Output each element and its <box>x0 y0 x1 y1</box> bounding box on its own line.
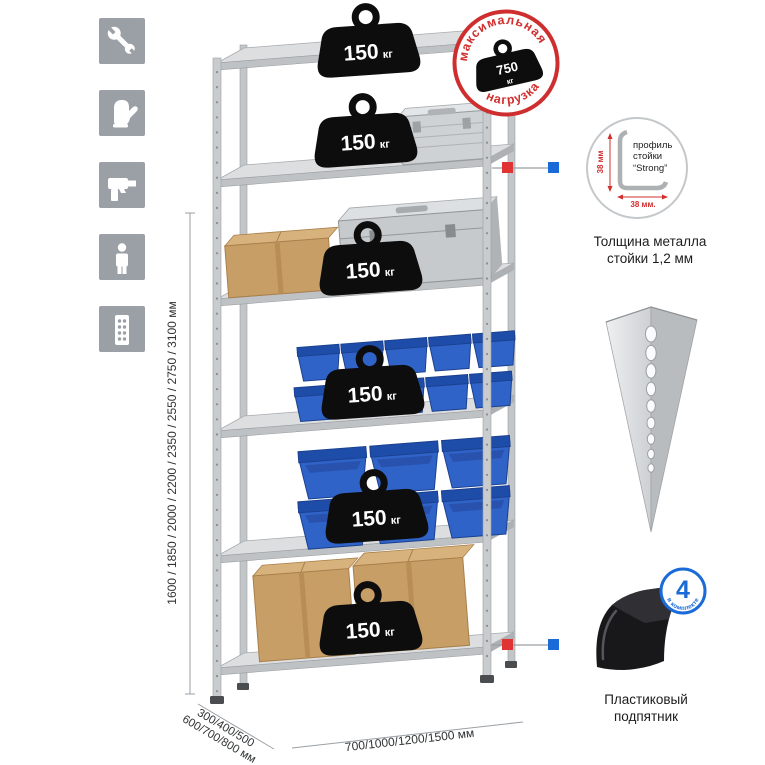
drill-icon <box>99 162 145 208</box>
back-left-foot <box>237 683 249 690</box>
left-icon-rail <box>99 18 145 352</box>
front-left-post <box>212 57 222 699</box>
cardboard-box-shelf3 <box>223 226 339 299</box>
profile-label-2: стойки <box>633 151 662 162</box>
profile-dim-vertical: 38 мм <box>596 150 605 173</box>
profile-cross-section <box>617 129 669 191</box>
profile-label-1: профиль <box>633 140 672 151</box>
rack-post-icon <box>99 306 145 352</box>
profile-callout-circle: 38 мм 38 мм. профиль стойки “Strong” <box>586 117 688 219</box>
top-callout-connector <box>492 162 559 173</box>
marker-red-square <box>502 162 513 173</box>
bottom-callout-connector <box>492 639 559 650</box>
back-right-foot <box>505 661 517 668</box>
svg-text:Пластиковый: Пластиковый <box>604 692 688 707</box>
profile-dim-horizontal: 38 мм. <box>630 200 655 209</box>
metal-thickness-caption: Толщина металла стойки 1,2 мм <box>594 234 707 266</box>
svg-text:Толщина металла: Толщина металла <box>594 234 707 249</box>
marker-blue-square <box>548 162 559 173</box>
svg-text:750: 750 <box>495 59 520 78</box>
back-left-post <box>239 44 248 687</box>
width-dimension-label: 700/1000/1200/1500 мм <box>344 726 475 754</box>
svg-text:подпятник: подпятник <box>614 709 678 724</box>
height-dimension: 1600 / 1850 / 2000 / 2200 / 2350 / 2550 … <box>165 212 195 695</box>
svg-text:4: 4 <box>676 576 690 604</box>
gloves-icon <box>99 90 145 136</box>
aluminum-case <box>397 101 495 166</box>
kit-count-badge: 4 в комплекте <box>659 567 707 615</box>
person-icon <box>99 234 145 280</box>
depth-dimension: 300/400/500 600/700/800 мм <box>180 703 275 765</box>
corner-post-image <box>605 306 698 533</box>
width-dimension: 700/1000/1200/1500 мм <box>291 721 524 754</box>
svg-text:кг: кг <box>506 76 515 86</box>
height-dimension-label: 1600 / 1850 / 2000 / 2200 / 2350 / 2550 … <box>165 301 179 604</box>
wrench-icon <box>99 18 145 64</box>
profile-label-3: “Strong” <box>633 163 667 174</box>
front-right-foot <box>480 675 494 683</box>
plastic-foot-caption: Пластиковый подпятник <box>604 692 688 724</box>
marker-red-square <box>502 639 513 650</box>
front-left-foot <box>210 696 224 704</box>
marker-blue-square <box>548 639 559 650</box>
svg-text:стойки 1,2 мм: стойки 1,2 мм <box>607 251 693 266</box>
